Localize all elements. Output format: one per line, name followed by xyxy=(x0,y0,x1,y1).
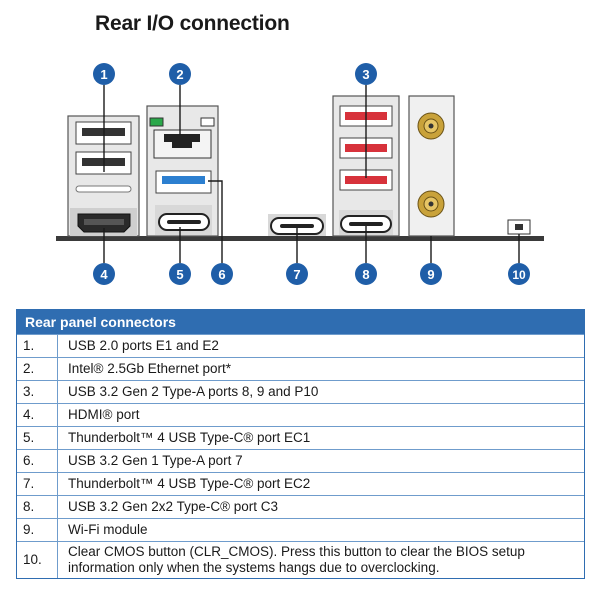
table-row: 9. Wi-Fi module xyxy=(17,518,584,541)
callout-6: 6 xyxy=(211,263,233,285)
callout-8: 8 xyxy=(355,263,377,285)
callout-4: 4 xyxy=(93,263,115,285)
row-number: 7. xyxy=(23,476,35,491)
svg-text:1: 1 xyxy=(100,67,107,82)
table-row: 3. USB 3.2 Gen 2 Type-A ports 8, 9 and P1… xyxy=(17,380,584,403)
lan-tb4-usb-stack xyxy=(146,105,219,237)
svg-text:7: 7 xyxy=(293,267,300,282)
row-number: 2. xyxy=(23,361,35,376)
table-row: 2. Intel® 2.5Gb Ethernet port* xyxy=(17,357,584,380)
svg-text:10: 10 xyxy=(512,268,526,282)
row-description: Thunderbolt™ 4 USB Type-C® port EC1 xyxy=(68,430,311,445)
clear-cmos-button xyxy=(507,219,531,235)
row-number: 9. xyxy=(23,522,35,537)
table-row: 5. Thunderbolt™ 4 USB Type-C® port EC1 xyxy=(17,426,584,449)
svg-text:9: 9 xyxy=(427,267,434,282)
row-number: 3. xyxy=(23,384,35,399)
table-row: 10. Clear CMOS button (CLR_CMOS). Press t… xyxy=(17,541,584,578)
callout-5: 5 xyxy=(169,263,191,285)
table-header: Rear panel connectors xyxy=(17,310,584,334)
rear-panel-connectors-table: Rear panel connectors 1. USB 2.0 ports E1… xyxy=(16,309,585,579)
row-description: USB 3.2 Gen 2 Type-A ports 8, 9 and P10 xyxy=(68,384,319,399)
wifi-module xyxy=(408,95,455,237)
row-number: 1. xyxy=(23,338,35,353)
callouts: 1 2 3 4 5 6 7 8 9 10 xyxy=(93,63,530,285)
row-description: USB 3.2 Gen 1 Type-A port 7 xyxy=(68,453,243,468)
row-description: Thunderbolt™ 4 USB Type-C® port EC2 xyxy=(68,476,311,491)
svg-text:6: 6 xyxy=(218,267,225,282)
rear-io-diagram: 1 2 3 4 5 6 7 8 9 10 xyxy=(56,63,544,285)
table-row: 6. USB 3.2 Gen 1 Type-A port 7 xyxy=(17,449,584,472)
leader-lines xyxy=(103,85,520,263)
svg-text:8: 8 xyxy=(362,267,369,282)
row-number: 6. xyxy=(23,453,35,468)
table-row: 1. USB 2.0 ports E1 and E2 xyxy=(17,334,584,357)
table-row: 8. USB 3.2 Gen 2x2 Type-C® port C3 xyxy=(17,495,584,518)
row-description: Intel® 2.5Gb Ethernet port* xyxy=(68,361,232,376)
row-number: 5. xyxy=(23,430,35,445)
page-title: Rear I/O connection xyxy=(95,12,290,35)
row-number: 10. xyxy=(23,552,42,567)
row-description: Wi-Fi module xyxy=(68,522,148,537)
svg-text:5: 5 xyxy=(176,267,183,282)
table-row: 4. HDMI® port xyxy=(17,403,584,426)
callout-3: 3 xyxy=(355,63,377,85)
svg-text:3: 3 xyxy=(362,67,369,82)
row-number: 4. xyxy=(23,407,35,422)
board-edge xyxy=(56,236,544,241)
callout-1: 1 xyxy=(93,63,115,85)
svg-text:2: 2 xyxy=(176,67,183,82)
table-row: 7. Thunderbolt™ 4 USB Type-C® port EC2 xyxy=(17,472,584,495)
row-number: 8. xyxy=(23,499,35,514)
callout-10: 10 xyxy=(508,263,530,285)
callout-9: 9 xyxy=(420,263,442,285)
callout-2: 2 xyxy=(169,63,191,85)
row-description: USB 2.0 ports E1 and E2 xyxy=(68,338,219,353)
row-description: HDMI® port xyxy=(68,407,140,422)
callout-7: 7 xyxy=(286,263,308,285)
row-description: Clear CMOS button (CLR_CMOS). Press this… xyxy=(68,544,525,575)
svg-text:4: 4 xyxy=(100,267,108,282)
row-description: USB 3.2 Gen 2x2 Type-C® port C3 xyxy=(68,499,279,514)
